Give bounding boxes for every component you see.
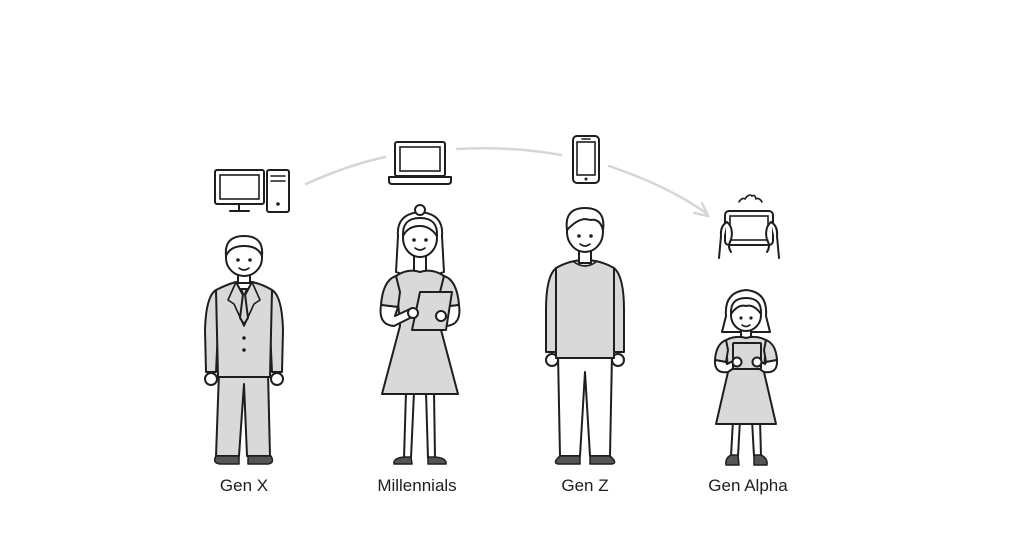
gen-alpha-figure bbox=[713, 289, 779, 466]
millennials-label: Millennials bbox=[377, 476, 456, 495]
tablet-icon bbox=[718, 194, 780, 259]
gen-x-figure bbox=[204, 235, 284, 465]
smartphone-icon bbox=[572, 135, 600, 184]
progression-arc bbox=[304, 147, 711, 218]
gen-z-figure bbox=[545, 207, 625, 465]
gen-z-label: Gen Z bbox=[561, 476, 608, 495]
desktop-computer-icon bbox=[214, 169, 290, 213]
gen-x-label: Gen X bbox=[220, 476, 268, 495]
millennials-figure bbox=[379, 204, 461, 465]
laptop-icon bbox=[388, 141, 452, 185]
gen-alpha-label: Gen Alpha bbox=[708, 476, 788, 495]
